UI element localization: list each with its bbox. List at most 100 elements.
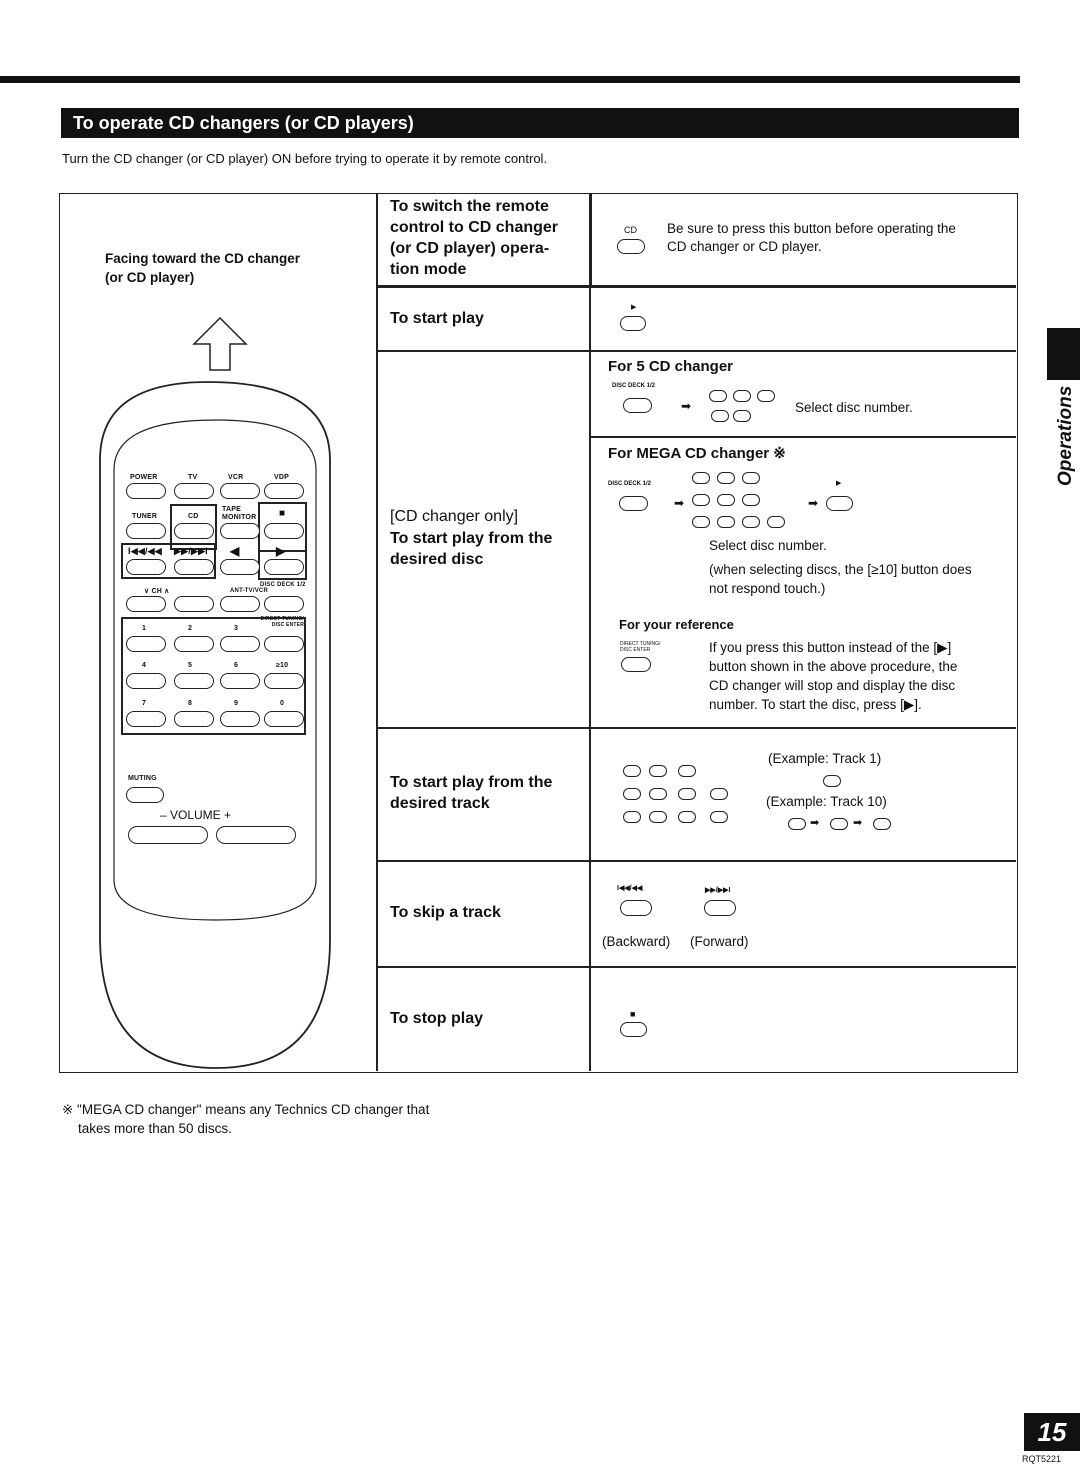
mega-num-6[interactable] [742,494,760,506]
direct-tuning-disc-enter-button[interactable] [621,657,651,672]
tv-button[interactable] [174,483,214,499]
num-9-button[interactable] [220,711,260,727]
example-track-1-button[interactable] [823,775,841,787]
vcr-button[interactable] [220,483,260,499]
footnote-line-1: ※ "MEGA CD changer" means any Technics C… [62,1102,430,1117]
row-divider [376,350,1016,352]
example-1-button[interactable] [830,818,848,830]
num-4-button[interactable] [126,673,166,689]
direct-tuning-caption: DIRECT TUNING/ DISC ENTER [620,641,661,653]
reference-line-4: number. To start the disc, press [▶]. [709,697,922,712]
track-num-1[interactable] [623,765,641,777]
mega-num-7[interactable] [692,516,710,528]
num-0-button[interactable] [264,711,304,727]
num-5-button[interactable] [174,673,214,689]
skip-back-button[interactable] [126,559,166,575]
mega-num-0[interactable] [767,516,785,528]
disc-deck-button-5cd[interactable] [623,398,652,413]
vcr-label: VCR [228,474,244,481]
switch-desc-2: CD changer or CD player. [667,239,822,254]
disc-1-button[interactable] [709,390,727,402]
num-8-button[interactable] [174,711,214,727]
rewind-button[interactable] [220,559,260,575]
track-num-9[interactable] [678,811,696,823]
mega-num-3[interactable] [742,472,760,484]
forward-label: (Forward) [690,934,749,949]
muting-button[interactable] [126,787,164,803]
right-arrow-icon: ➡ [810,817,820,829]
mega-num-4[interactable] [692,494,710,506]
example-track-10: (Example: Track 10) [766,794,887,809]
stop-button-caption: ■ [630,1009,636,1019]
mega-num-9[interactable] [742,516,760,528]
mega-num-8[interactable] [717,516,735,528]
track-num-0[interactable] [710,811,728,823]
tuner-button[interactable] [126,523,166,539]
start-play-label: To start play [390,310,484,327]
reference-line-1: If you press this button instead of the … [709,640,952,655]
example-track-1: (Example: Track 1) [768,751,882,766]
cd-highlight-box [170,504,217,550]
row-divider [376,727,1016,729]
num-10-button[interactable] [264,673,304,689]
side-tab-marker [1047,328,1080,380]
facing-label-2: (or CD player) [105,270,195,285]
num-3-button[interactable] [220,636,260,652]
mega-num-2[interactable] [717,472,735,484]
disc-deck-button[interactable] [264,596,304,612]
example-0-button[interactable] [873,818,891,830]
cd-button-caption: CD [624,225,637,235]
power-button[interactable] [126,483,166,499]
example-ge10-button[interactable] [788,818,806,830]
reference-line-2: button shown in the above procedure, the [709,659,958,674]
skip-forward-button[interactable] [704,900,736,916]
channel-down-button[interactable] [126,596,166,612]
stop-play-button[interactable] [620,1022,647,1037]
track-num-8[interactable] [649,811,667,823]
track-num-3[interactable] [678,765,696,777]
mega-play-button[interactable] [826,496,853,511]
track-num-2[interactable] [649,765,667,777]
volume-down-button[interactable] [128,826,208,844]
disc-4-button[interactable] [711,410,729,422]
num-7-button[interactable] [126,711,166,727]
num-1-button[interactable] [126,636,166,652]
vdp-button[interactable] [264,483,304,499]
skip-backward-button[interactable] [620,900,652,916]
disc-5-button[interactable] [733,410,751,422]
track-num-4[interactable] [623,788,641,800]
start-play-button[interactable] [620,316,646,331]
stop-button[interactable] [264,523,304,539]
switch-mode-label-1: To switch the remote [390,198,549,215]
ant-button[interactable] [220,596,260,612]
five-cd-title: For 5 CD changer [608,358,734,375]
tape-monitor-button[interactable] [220,523,260,539]
disc-3-button[interactable] [757,390,775,402]
num-6-button[interactable] [220,673,260,689]
tuner-label: TUNER [132,513,158,520]
direct-tuning-button[interactable] [264,636,304,652]
track-num-7[interactable] [623,811,641,823]
skip-highlight-box [121,543,216,579]
mega-select-text: Select disc number. [709,538,827,553]
track-num-5[interactable] [649,788,667,800]
play-button[interactable] [264,559,304,575]
num-2-label: 2 [188,625,193,632]
skip-fwd-button[interactable] [174,559,214,575]
num-2-button[interactable] [174,636,214,652]
skip-back-caption: I◀◀/◀◀ [617,885,643,892]
cd-mode-button[interactable] [617,239,645,254]
track-num-6[interactable] [678,788,696,800]
cd-button[interactable] [174,523,214,539]
mega-num-5[interactable] [717,494,735,506]
channel-up-button[interactable] [174,596,214,612]
mega-num-1[interactable] [692,472,710,484]
channel-label: ∨ CH ∧ [144,588,170,595]
track-num-10[interactable] [710,788,728,800]
volume-up-button[interactable] [216,826,296,844]
row-divider [589,436,1016,438]
disc-deck-button-mega[interactable] [619,496,648,511]
top-rule [0,76,1020,83]
right-arrow-icon: ➡ [853,817,863,829]
disc-2-button[interactable] [733,390,751,402]
